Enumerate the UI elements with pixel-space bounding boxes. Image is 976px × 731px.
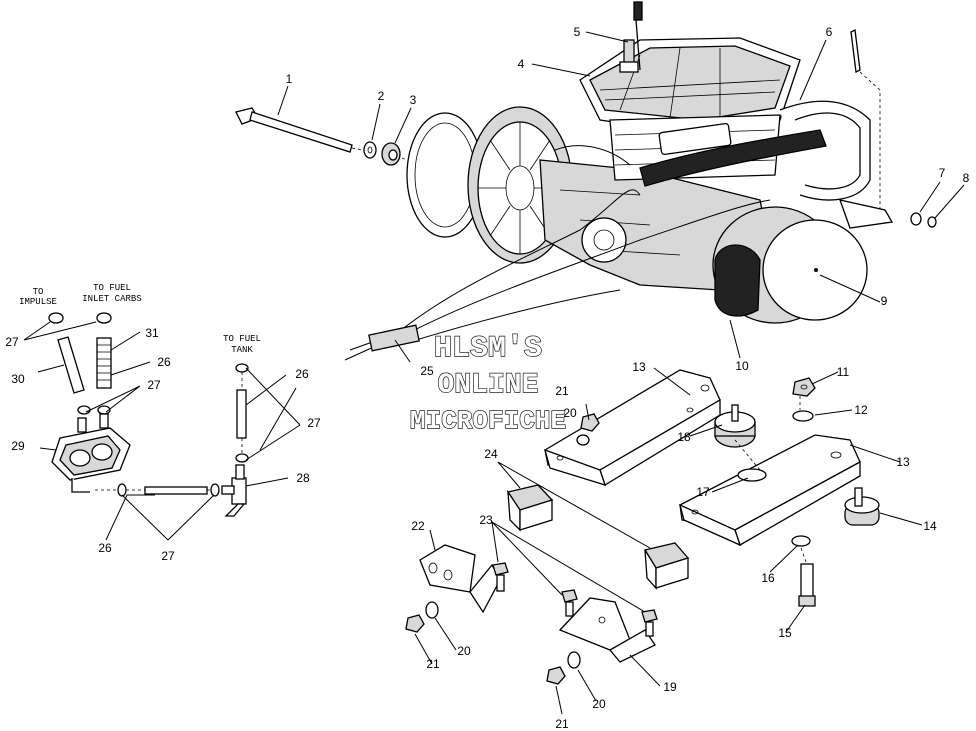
callout-30: 30 [11, 372, 25, 386]
engine-bolt [235, 107, 369, 153]
callout-26-bottom: 26 [98, 541, 112, 555]
callout-21c: 21 [555, 384, 569, 398]
note-to-fuel-tank-1: TO FUEL [223, 334, 261, 344]
callout-13-upper: 13 [632, 360, 646, 374]
callout-20b: 20 [592, 697, 606, 711]
callout-18: 18 [677, 430, 691, 444]
routing-notes: TO IMPULSE TO FUEL INLET CARBS TO FUEL T… [19, 283, 261, 355]
callout-2: 2 [378, 89, 385, 103]
mount-plate-upper [544, 369, 721, 486]
bolt-23b [561, 589, 578, 617]
bolt-23c [641, 609, 658, 637]
callout-31: 31 [145, 326, 159, 340]
callout-8: 8 [963, 171, 970, 185]
callout-13-lower: 13 [896, 455, 910, 469]
callout-3: 3 [410, 93, 417, 107]
spark-plug [619, 1, 643, 73]
mount-plate-lower [679, 434, 861, 547]
washer-20b [567, 651, 581, 669]
exhaust-pipe [639, 100, 871, 201]
callout-28: 28 [296, 471, 310, 485]
bolt-15 [798, 563, 816, 607]
tee-fitting [221, 464, 247, 517]
engine-assembly [235, 1, 937, 361]
callout-15: 15 [778, 626, 792, 640]
callout-20a: 20 [457, 644, 471, 658]
callout-25: 25 [420, 364, 434, 378]
callout-27-bottom: 27 [161, 549, 175, 563]
snubber-lower [643, 542, 690, 590]
washer-12 [792, 410, 814, 422]
callout-6: 6 [826, 25, 833, 39]
callout-9: 9 [881, 294, 888, 308]
callout-29: 29 [11, 439, 25, 453]
callout-21b: 21 [555, 717, 569, 731]
note-to-fuel-tank-2: TANK [231, 345, 253, 355]
callout-27-top: 27 [5, 335, 19, 349]
callout-12: 12 [854, 403, 868, 417]
note-to-fuel-inlet-1: TO FUEL [93, 283, 131, 293]
hose-31 [96, 337, 112, 389]
callout-26-left: 26 [157, 355, 171, 369]
nut-21a [405, 614, 425, 633]
callout-26-right: 26 [295, 367, 309, 381]
callout-7: 7 [939, 166, 946, 180]
leader-lines [23, 31, 965, 715]
snubber-upper [506, 484, 554, 532]
callout-20c: 20 [563, 406, 577, 420]
callout-numbers: 1 2 3 4 5 6 7 8 9 10 11 12 13 13 14 15 1… [5, 25, 969, 731]
callout-10: 10 [735, 359, 749, 373]
callout-19: 19 [663, 680, 677, 694]
bolt-23a [492, 562, 509, 592]
callout-21a: 21 [426, 657, 440, 671]
watermark-line-1: HLSM'S [434, 332, 542, 366]
washer-20a [425, 601, 439, 619]
washer-7 [910, 212, 922, 226]
note-to-impulse-1: TO [33, 287, 44, 297]
washer-20c [576, 434, 590, 446]
rubber-mount-18 [714, 404, 756, 448]
callout-4: 4 [518, 57, 525, 71]
rubber-mount-14 [844, 487, 880, 526]
callout-24: 24 [484, 447, 498, 461]
hose-30 [57, 336, 85, 394]
clip-8 [927, 216, 937, 228]
note-to-impulse-2: IMPULSE [19, 297, 57, 307]
fuel-pump [51, 413, 131, 493]
callout-1: 1 [286, 72, 293, 86]
bracket-22 [419, 544, 501, 614]
callout-27-right: 27 [307, 416, 321, 430]
callout-27-mid: 27 [147, 378, 161, 392]
callout-22: 22 [411, 519, 425, 533]
callout-16: 16 [761, 571, 775, 585]
bracket-19 [558, 597, 656, 663]
callout-23: 23 [479, 513, 493, 527]
callout-5: 5 [574, 25, 581, 39]
note-to-fuel-inlet-2: INLET CARBS [82, 294, 141, 304]
washer-2 [363, 141, 377, 159]
recoil-cover [712, 206, 868, 324]
watermark: HLSM'S ONLINE MICROFICHE [409, 331, 566, 436]
wiring-harness [344, 145, 771, 361]
nut-21b [546, 666, 566, 685]
fuel-system [48, 312, 249, 517]
hose-26-horizontal [144, 486, 208, 495]
nut-21c [580, 413, 600, 432]
washer-16 [791, 535, 811, 547]
callout-14: 14 [923, 519, 937, 533]
callout-11: 11 [837, 365, 850, 379]
watermark-line-2: ONLINE [438, 370, 539, 401]
nut-3 [381, 142, 401, 166]
engine-mounts [405, 369, 880, 685]
nut-11 [792, 377, 816, 397]
clamp-27a [48, 312, 64, 324]
hose-26-vertical [236, 389, 247, 439]
watermark-line-3: MICROFICHE [410, 406, 566, 436]
clamp-27b [96, 312, 112, 324]
washer-17 [737, 468, 767, 482]
callout-17: 17 [696, 485, 710, 499]
